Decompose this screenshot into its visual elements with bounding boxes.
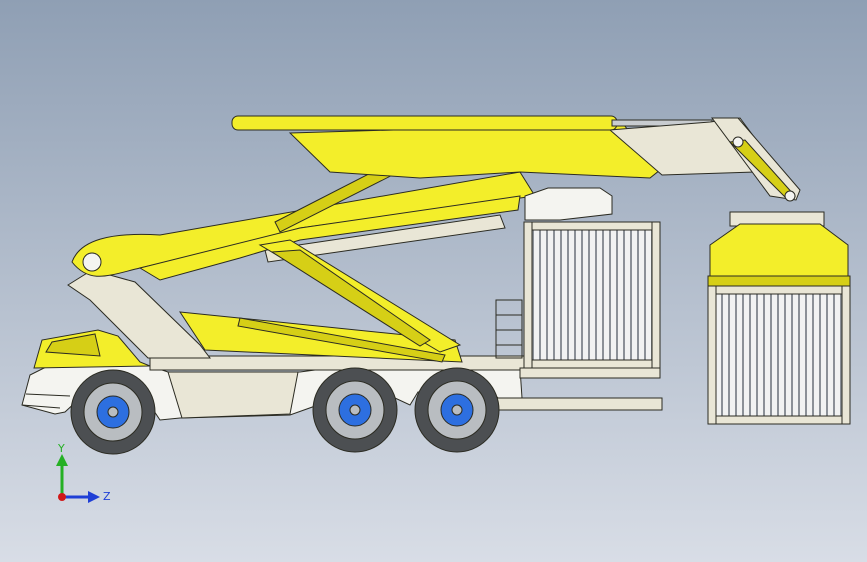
wheel-rear <box>414 367 500 453</box>
coordinate-triad: Y Z <box>56 442 111 503</box>
cream-link-bar <box>264 214 506 263</box>
rear-crossbar <box>519 367 661 379</box>
truck-chassis <box>21 299 663 421</box>
container-on-truck <box>523 221 661 369</box>
boom-pivot-pin <box>82 252 102 272</box>
front-bumper <box>21 393 71 409</box>
step-ladder <box>495 299 523 359</box>
wheel-front <box>70 369 156 455</box>
second-boom <box>138 195 521 281</box>
chassis-skirt <box>167 371 299 419</box>
hydraulic-unit <box>524 187 613 221</box>
z-axis-label: Z <box>103 490 111 503</box>
rear-chassis-beam <box>479 397 663 411</box>
z-axis-arrowhead <box>88 491 100 503</box>
triad-origin <box>58 493 66 501</box>
lower-boom-cylinder <box>237 317 446 363</box>
wheel-middle <box>312 367 398 453</box>
head-pivot <box>732 136 744 148</box>
brace-cylinder <box>270 249 431 347</box>
spreader-head <box>707 211 851 287</box>
y-axis-label: Y <box>57 442 65 455</box>
top-rail-tube <box>231 115 618 131</box>
cab-window <box>45 333 101 357</box>
head-lower-pivot <box>784 190 796 202</box>
y-axis-arrowhead <box>56 454 68 466</box>
suspended-container <box>707 285 851 425</box>
